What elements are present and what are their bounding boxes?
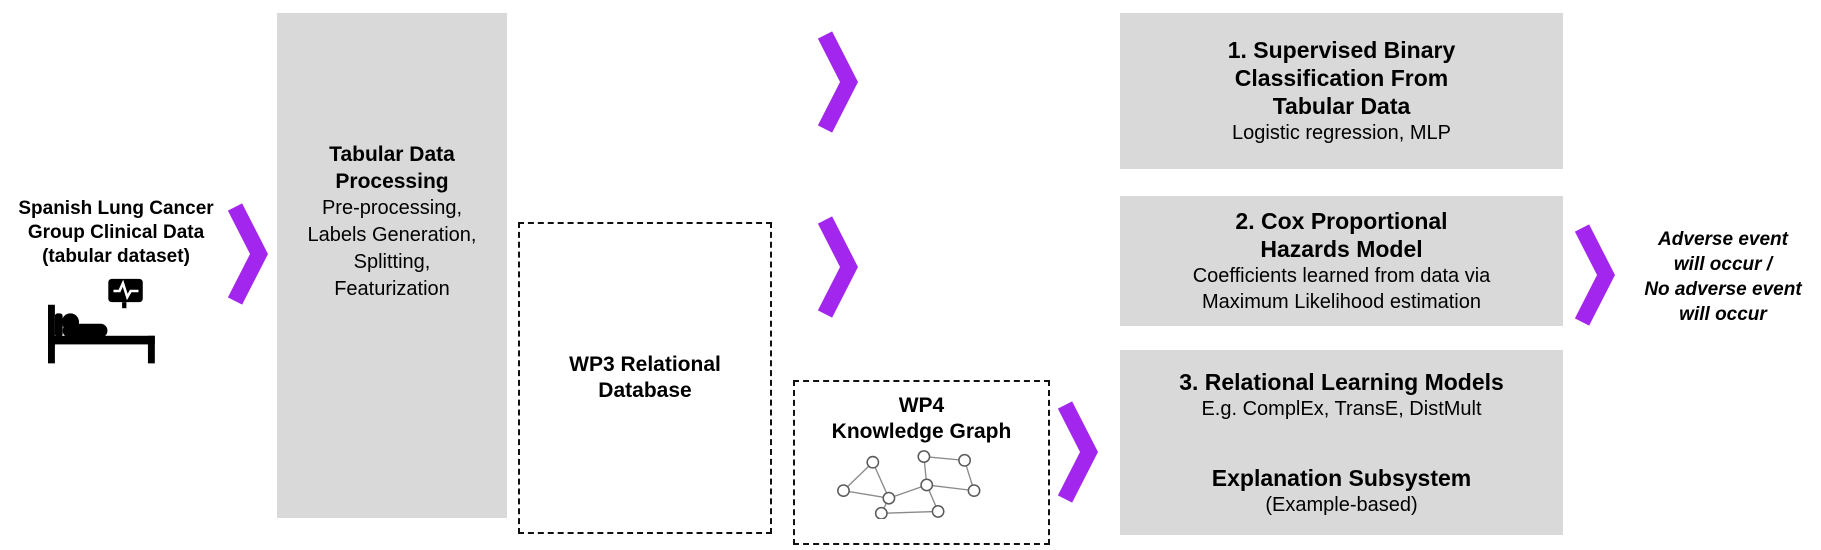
wp4-knowledge-graph-box: WP4 Knowledge Graph — [793, 380, 1050, 545]
model-2-detail: Coefficients learned from data via Maxim… — [1120, 263, 1563, 315]
patient-in-bed-icon — [48, 278, 160, 366]
outcome-line-2: will occur / — [1673, 254, 1773, 275]
model-1-title-line-1: 1. Supervised Binary — [1227, 37, 1456, 63]
outcome-line-1: Adverse event — [1658, 229, 1788, 250]
model-3-detail: E.g. ComplEx, TransE, DistMult — [1201, 397, 1482, 420]
source-dataset-label: Spanish Lung Cancer Group Clinical Data … — [2, 197, 230, 269]
arrow-kg-to-relational-models — [1057, 393, 1098, 511]
model-1-title-line-3: Tabular Data — [1272, 93, 1411, 119]
model-1-title-line-2: Classification From — [1234, 65, 1449, 91]
wp3-label-line-2: Database — [598, 379, 692, 402]
model-box-cox-hazards: 2. Cox Proportional Hazards Model Coeffi… — [1120, 196, 1563, 326]
model-box-binary-classification: 1. Supervised Binary Classification From… — [1120, 13, 1563, 169]
knowledge-graph-icon — [827, 449, 1017, 519]
explanation-subsystem-title: Explanation Subsystem — [1211, 464, 1472, 491]
processing-detail-line-4: Featurization — [334, 278, 450, 300]
outcome-line-4: will occur — [1679, 304, 1767, 325]
wp4-label-line-1: WP4 — [898, 394, 945, 417]
source-line-2: Group Clinical Data — [27, 222, 205, 243]
arrow-to-cox-model — [817, 212, 858, 322]
processing-detail: Pre-processing, Labels Generation, Split… — [277, 195, 507, 303]
model-box-relational-learning: 3. Relational Learning Models E.g. Compl… — [1120, 350, 1563, 535]
processing-title-line-2: Processing — [335, 170, 449, 193]
arrow-source-to-processing — [227, 199, 268, 309]
model-1-title: 1. Supervised Binary Classification From… — [1120, 36, 1563, 120]
model-2-detail-line-1: Coefficients learned from data via — [1192, 265, 1491, 287]
processing-detail-line-2: Labels Generation, — [307, 224, 477, 246]
wp3-relational-database-box: WP3 Relational Database — [518, 222, 772, 534]
wp3-label: WP3 Relational Database — [569, 352, 721, 404]
tabular-data-processing-box: Tabular Data Processing Pre-processing, … — [277, 13, 507, 518]
model-2-title-line-1: 2. Cox Proportional — [1235, 208, 1448, 234]
model-2-title: 2. Cox Proportional Hazards Model — [1120, 207, 1563, 263]
processing-title-line-1: Tabular Data — [329, 143, 455, 166]
wp3-label-line-1: WP3 Relational — [569, 353, 721, 376]
processing-detail-line-1: Pre-processing, — [321, 197, 463, 219]
explanation-subsystem-detail: (Example-based) — [1265, 493, 1418, 516]
source-line-1: Spanish Lung Cancer — [18, 198, 214, 219]
model-3-title: 3. Relational Learning Models — [1179, 368, 1504, 395]
outcome-line-3: No adverse event — [1644, 279, 1802, 300]
model-1-detail: Logistic regression, MLP — [1232, 122, 1451, 144]
model-2-detail-line-2: Maximum Likelihood estimation — [1201, 291, 1481, 313]
source-line-3: (tabular dataset) — [42, 246, 190, 267]
outcome-label: Adverse event will occur / No adverse ev… — [1626, 227, 1820, 327]
wp4-label-line-2: Knowledge Graph — [831, 420, 1012, 443]
model-2-title-line-2: Hazards Model — [1260, 236, 1423, 262]
arrow-to-classification — [817, 27, 858, 137]
wp4-label: WP4 Knowledge Graph — [795, 393, 1048, 445]
processing-detail-line-3: Splitting, — [353, 251, 431, 273]
arrow-to-outcome — [1574, 220, 1615, 330]
processing-title: Tabular Data Processing — [277, 13, 507, 195]
